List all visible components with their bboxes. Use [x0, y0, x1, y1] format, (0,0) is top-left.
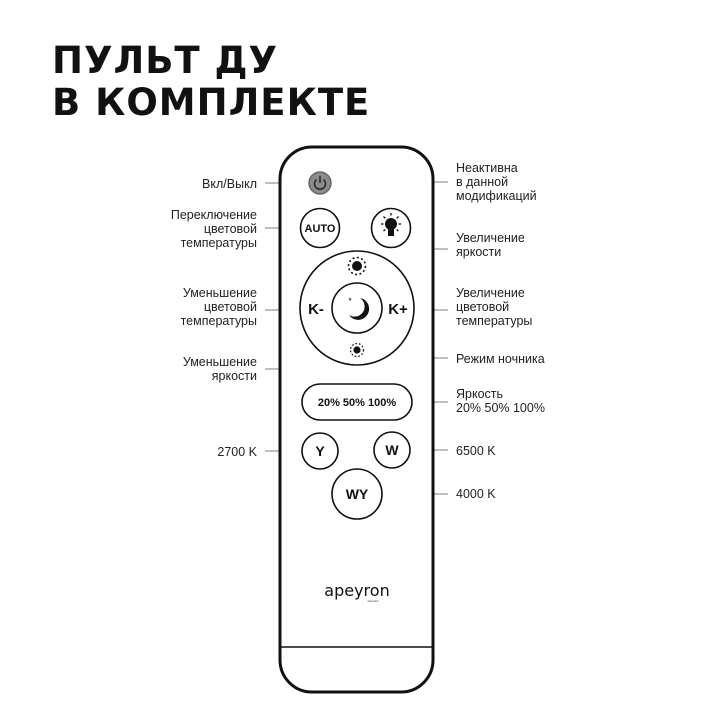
- y-label: Y: [315, 443, 325, 459]
- label-bright-1: Увеличение: [456, 231, 525, 245]
- label-bulb-1: Неактивна: [456, 161, 518, 175]
- brightness-up-button[interactable]: [345, 254, 369, 278]
- brightness-levels-label: 20% 50% 100%: [318, 397, 396, 409]
- label-bright-2: яркости: [456, 245, 501, 259]
- label-auto-1: Переключение: [171, 208, 257, 222]
- power-button[interactable]: [308, 171, 332, 195]
- label-bulb-2: в данной: [456, 175, 508, 189]
- label-wy: 4000 K: [456, 487, 496, 501]
- label-levels-2: 20% 50% 100%: [456, 401, 545, 415]
- w-button[interactable]: W: [373, 431, 411, 469]
- label-auto-3: температуры: [181, 236, 257, 250]
- k-plus-button[interactable]: K+: [388, 301, 408, 318]
- label-w: 6500 K: [456, 444, 496, 458]
- label-y: 2700 K: [217, 445, 257, 459]
- brand-logo: apeyron: [324, 581, 389, 600]
- night-mode-button[interactable]: *: [331, 282, 383, 334]
- auto-button[interactable]: AUTO: [299, 207, 341, 249]
- sun-large-icon: [347, 256, 367, 276]
- label-power: Вкл/Выкл: [202, 177, 257, 191]
- page-title: ПУЛЬТ ДУ В КОМПЛЕКТЕ: [52, 40, 370, 124]
- label-dim-2: яркости: [212, 369, 257, 383]
- label-dim-1: Уменьшение: [183, 355, 257, 369]
- svg-text:*: *: [348, 296, 352, 306]
- y-button[interactable]: Y: [301, 432, 339, 470]
- power-icon: [313, 176, 327, 190]
- wy-label: WY: [346, 486, 369, 502]
- moon-icon: *: [348, 296, 370, 320]
- label-kminus-1: Уменьшение: [183, 286, 257, 300]
- bulb-button[interactable]: [370, 207, 412, 249]
- label-kminus-3: температуры: [181, 314, 257, 328]
- label-kminus-2: цветовой: [204, 300, 257, 314]
- brightness-down-button[interactable]: [347, 340, 367, 360]
- label-kplus-3: температуры: [456, 314, 532, 328]
- auto-label: AUTO: [305, 223, 336, 235]
- label-kplus-1: Увеличение: [456, 286, 525, 300]
- sun-small-icon: [349, 342, 365, 358]
- brand-subtitle: electrics: [367, 599, 379, 603]
- label-auto-2: цветовой: [204, 222, 257, 236]
- label-levels-1: Яркость: [456, 387, 503, 401]
- bulb-icon: [381, 213, 401, 236]
- label-bulb-3: модификаций: [456, 189, 537, 203]
- label-kplus-2: цветовой: [456, 300, 509, 314]
- left-labels: Вкл/Выкл Переключение цветовой температу…: [171, 177, 258, 459]
- right-labels: Неактивна в данной модификаций Увеличени…: [456, 161, 545, 501]
- label-night: Режим ночника: [456, 352, 545, 366]
- brightness-levels-button[interactable]: 20% 50% 100%: [301, 383, 413, 421]
- w-label: W: [385, 442, 399, 458]
- title-line-1: ПУЛЬТ ДУ: [52, 39, 279, 82]
- wy-button[interactable]: WY: [331, 468, 383, 520]
- k-minus-button[interactable]: K-: [308, 301, 324, 318]
- title-line-2: В КОМПЛЕКТЕ: [52, 81, 371, 124]
